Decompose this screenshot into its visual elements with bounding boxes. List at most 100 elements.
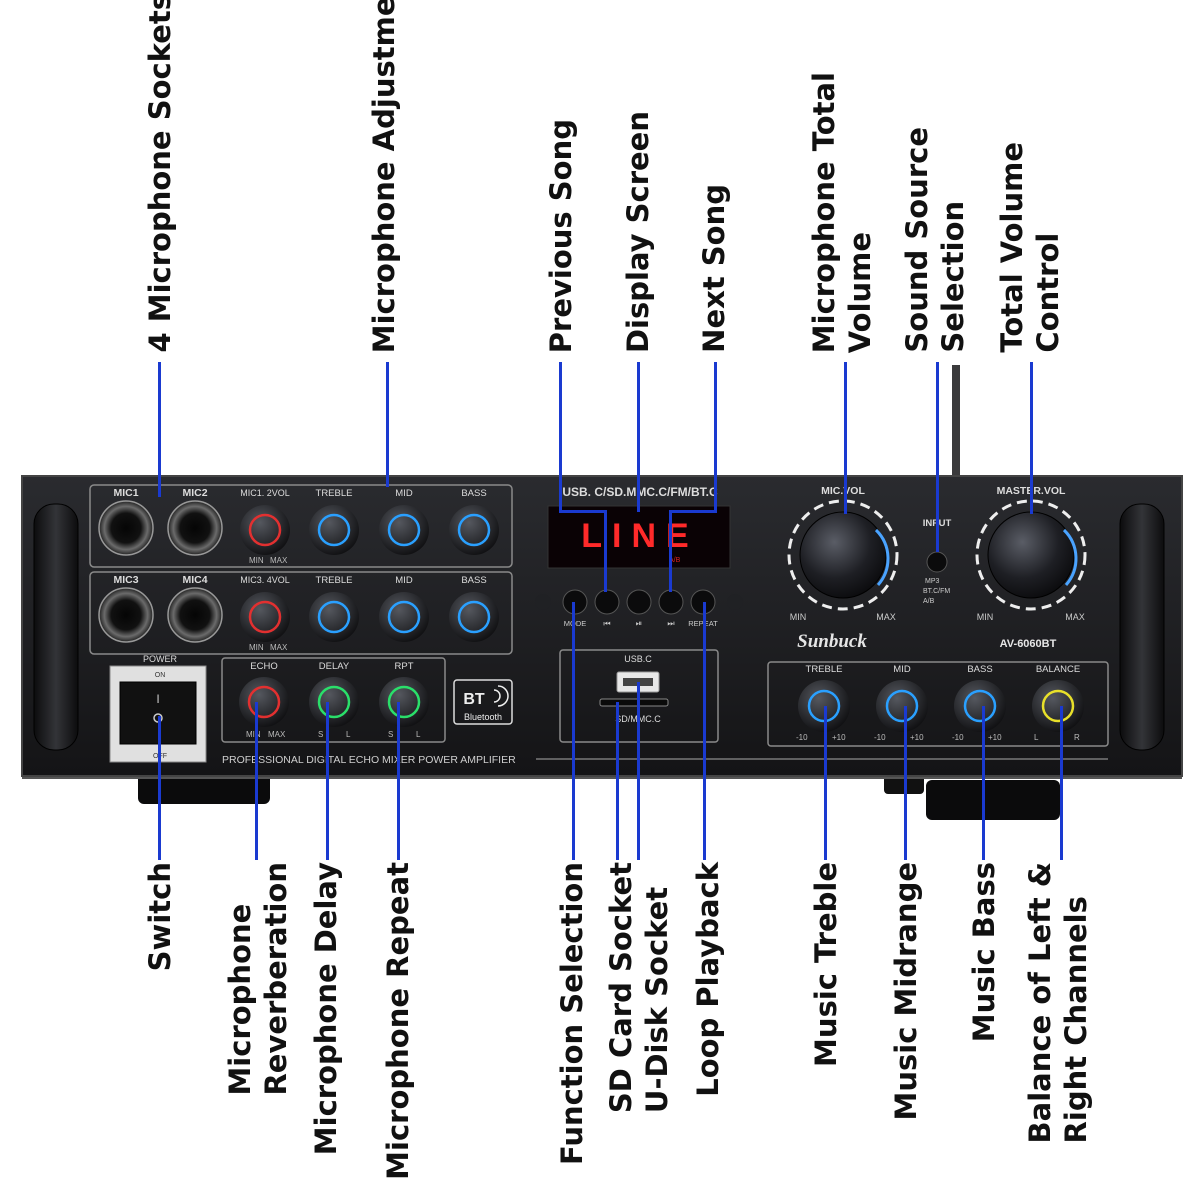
mic-total-volume-knob[interactable] xyxy=(799,511,890,599)
label-mic1: MIC1 xyxy=(113,487,138,499)
mid-knob-2[interactable] xyxy=(379,592,429,642)
leader-function-selection xyxy=(572,602,575,860)
input-mp3: MP3 xyxy=(925,578,940,585)
leader-music-midrange xyxy=(904,706,907,860)
mid-p10: +10 xyxy=(910,733,924,742)
callout-balance: Balance of Left &Right Channels xyxy=(1022,862,1094,1143)
callout-balance-line1: Balance of Left & xyxy=(1023,862,1057,1144)
handle-right xyxy=(1119,503,1165,751)
mid-knob-1[interactable] xyxy=(379,505,429,555)
bass-knob-2[interactable] xyxy=(449,592,499,642)
brand-logo: Sunbuck xyxy=(797,631,867,652)
mic34-vol-knob[interactable] xyxy=(240,592,290,642)
leader-balance xyxy=(1060,706,1063,860)
callout-music-treble: Music Treble xyxy=(809,862,843,1067)
echo-max: MAX xyxy=(268,730,286,739)
leader-music-bass xyxy=(982,706,985,860)
label-treble-1: TREBLE xyxy=(316,488,353,499)
echo-min: MIN xyxy=(246,730,261,739)
echo-label: ECHO xyxy=(250,661,277,672)
leader-next-song-v2 xyxy=(669,510,672,592)
music-bass-knob[interactable] xyxy=(954,680,1006,732)
music-mid-knob[interactable] xyxy=(876,680,928,732)
leader-mic-sockets xyxy=(158,362,161,497)
callout-mic-sockets: 4 Microphone Sockets xyxy=(143,0,177,353)
callout-display-screen: Display Screen xyxy=(621,110,655,353)
callout-music-bass: Music Bass xyxy=(967,862,1001,1043)
leader-previous-song-h xyxy=(559,510,606,513)
source-header: USB. C/SD.MMC.C/FM/BT.C xyxy=(562,485,718,499)
callout-switch: Switch xyxy=(143,862,177,972)
delay-l: L xyxy=(346,730,351,739)
previous-button[interactable] xyxy=(594,589,620,615)
mic12-vol-knob[interactable] xyxy=(240,505,290,555)
mode-label: MODE xyxy=(564,619,587,628)
callout-mic-repeat: Microphone Repeat xyxy=(381,862,415,1180)
delay-knob[interactable] xyxy=(309,677,359,727)
next-button[interactable] xyxy=(658,589,684,615)
bass-p10: +10 xyxy=(988,733,1002,742)
treble-knob-1[interactable] xyxy=(309,505,359,555)
callout-udisk-line: U-Disk Socket xyxy=(640,886,674,1114)
play-label: ⏯ xyxy=(636,619,642,628)
balance-r: R xyxy=(1074,733,1080,742)
leader-mic-total-volume xyxy=(844,362,847,514)
rpt-l: L xyxy=(416,730,421,739)
callout-function-selection: Function Selection xyxy=(555,862,589,1166)
leader-previous-song-v xyxy=(559,362,562,512)
model-number: AV-6060BT xyxy=(1000,638,1057,650)
tone-mid-label: MID xyxy=(893,664,911,675)
callout-sound-source-line2: Selection xyxy=(936,201,970,353)
leader-sd-card xyxy=(616,702,619,860)
bluetooth-logo: BT Bluetooth xyxy=(453,679,513,725)
callout-mic-reverb-line1: Microphone xyxy=(223,903,257,1096)
leader-display-screen xyxy=(637,362,640,512)
bass-knob-1[interactable] xyxy=(449,505,499,555)
leader-next-song-v xyxy=(714,362,717,512)
callout-music-midrange: Music Midrange xyxy=(889,862,923,1121)
label-mid-1: MID xyxy=(395,488,413,499)
leader-loop-playback xyxy=(703,602,706,860)
bass-m10: -10 xyxy=(952,733,964,742)
leader-next-song-h xyxy=(669,510,717,513)
label-mic12vol: MIC1. 2VOL xyxy=(240,488,290,498)
label-bass-2: BASS xyxy=(461,575,486,586)
mic-vol-label: MIC.VOL xyxy=(821,485,865,497)
repeat-knob[interactable] xyxy=(379,677,429,727)
label-mid-2: MID xyxy=(395,575,413,586)
callout-mic-total-volume-line1: Microphone Total xyxy=(807,71,841,353)
master-vol-min: MIN xyxy=(977,612,994,622)
label-treble-2: TREBLE xyxy=(316,575,353,586)
leader-mic-reverb xyxy=(255,702,258,860)
input-select-button[interactable] xyxy=(926,551,948,573)
mic4-socket[interactable] xyxy=(167,587,223,643)
treble-knob-2[interactable] xyxy=(309,592,359,642)
mic2-socket[interactable] xyxy=(167,500,223,556)
callout-sound-source-line1: Sound Source xyxy=(900,127,934,353)
play-pause-button[interactable] xyxy=(626,589,652,615)
callout-loop-playback: Loop Playback xyxy=(691,862,725,1097)
callout-total-volume-line1: Total Volume xyxy=(995,142,1029,353)
leader-sound-source xyxy=(936,362,939,552)
mic-vol-max: MAX xyxy=(876,612,896,622)
label-mic34vol: MIC3. 4VOL xyxy=(240,575,290,585)
label-mic2: MIC2 xyxy=(182,487,207,499)
rpt-label: RPT xyxy=(395,661,414,672)
mic3-socket[interactable] xyxy=(98,587,154,643)
mic1-socket[interactable] xyxy=(98,500,154,556)
balance-knob[interactable] xyxy=(1032,680,1084,732)
label-mic4: MIC4 xyxy=(182,574,207,586)
sd-card-slot[interactable] xyxy=(599,698,669,707)
display-screen xyxy=(547,505,731,569)
echo-knob[interactable] xyxy=(239,677,289,727)
mode-button[interactable] xyxy=(562,589,588,615)
prev-label: ⏮ xyxy=(603,619,610,628)
callout-mic-delay: Microphone Delay xyxy=(309,862,343,1156)
delay-s: S xyxy=(318,730,323,739)
balance-label: BALANCE xyxy=(1036,664,1080,675)
